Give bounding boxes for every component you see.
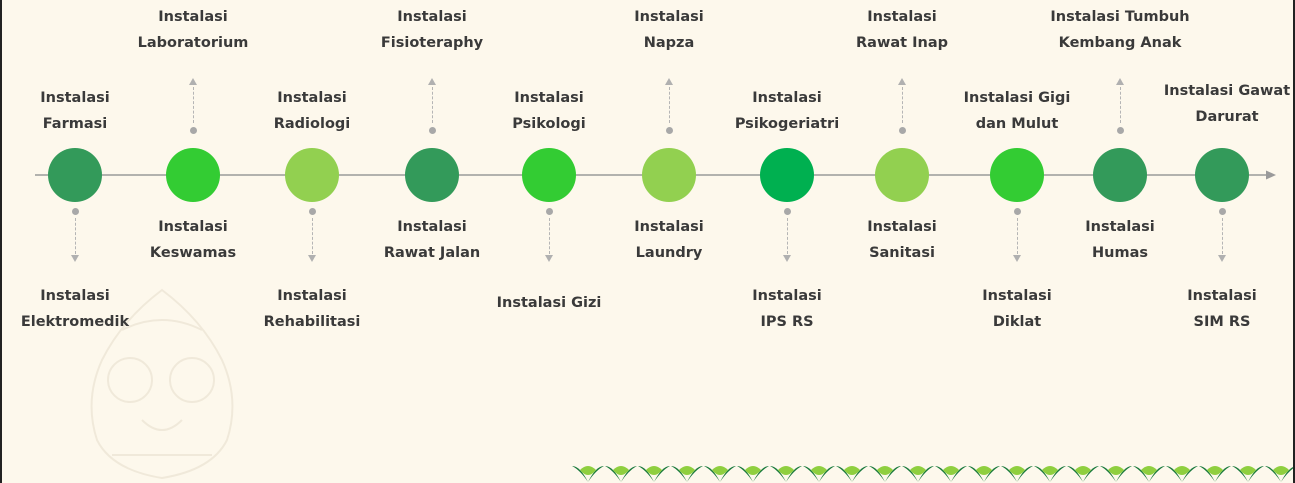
connector-dot xyxy=(308,208,316,215)
arrow-down-icon xyxy=(1218,255,1226,262)
arrow-down-icon xyxy=(1013,255,1021,262)
arrow-up-icon xyxy=(189,78,197,85)
connector-dot xyxy=(189,127,197,134)
timeline-node-9 xyxy=(990,148,1044,202)
axis-arrow-icon xyxy=(1266,170,1276,180)
connector-dot xyxy=(71,208,79,215)
connector-line xyxy=(431,87,433,123)
arrow-down-icon xyxy=(783,255,791,262)
connector-dot xyxy=(428,127,436,134)
connector-line xyxy=(1119,87,1121,123)
timeline-node-7 xyxy=(760,148,814,202)
connector-line xyxy=(74,218,76,254)
connector-dot xyxy=(783,208,791,215)
timeline-node-5 xyxy=(522,148,576,202)
arrow-up-icon xyxy=(1116,78,1124,85)
connector-line xyxy=(901,87,903,123)
connector-dot xyxy=(1116,127,1124,134)
connector-line xyxy=(311,218,313,254)
timeline-node-8 xyxy=(875,148,929,202)
arrow-down-icon xyxy=(545,255,553,262)
connector-dot xyxy=(665,127,673,134)
timeline-node-1 xyxy=(48,148,102,202)
connector-line xyxy=(1016,218,1018,254)
node-bottom-label: Instalasi Gizi xyxy=(496,295,602,311)
connector-line xyxy=(1221,218,1223,254)
arrow-down-icon xyxy=(308,255,316,262)
timeline-node-2 xyxy=(166,148,220,202)
connector-dot xyxy=(898,127,906,134)
leaf-pattern-border xyxy=(570,462,1293,483)
timeline-node-10 xyxy=(1093,148,1147,202)
arrow-up-icon xyxy=(665,78,673,85)
arrow-down-icon xyxy=(71,255,79,262)
connector-dot xyxy=(1218,208,1226,215)
arrow-up-icon xyxy=(898,78,906,85)
wayang-watermark xyxy=(90,288,234,480)
connector-dot xyxy=(545,208,553,215)
timeline-node-4 xyxy=(405,148,459,202)
connector-line xyxy=(192,87,194,123)
timeline-node-11 xyxy=(1195,148,1249,202)
connector-dot xyxy=(1013,208,1021,215)
connector-line xyxy=(786,218,788,254)
arrow-up-icon xyxy=(428,78,436,85)
connector-line xyxy=(548,218,550,254)
timeline-node-3 xyxy=(285,148,339,202)
connector-line xyxy=(668,87,670,123)
timeline-node-6 xyxy=(642,148,696,202)
